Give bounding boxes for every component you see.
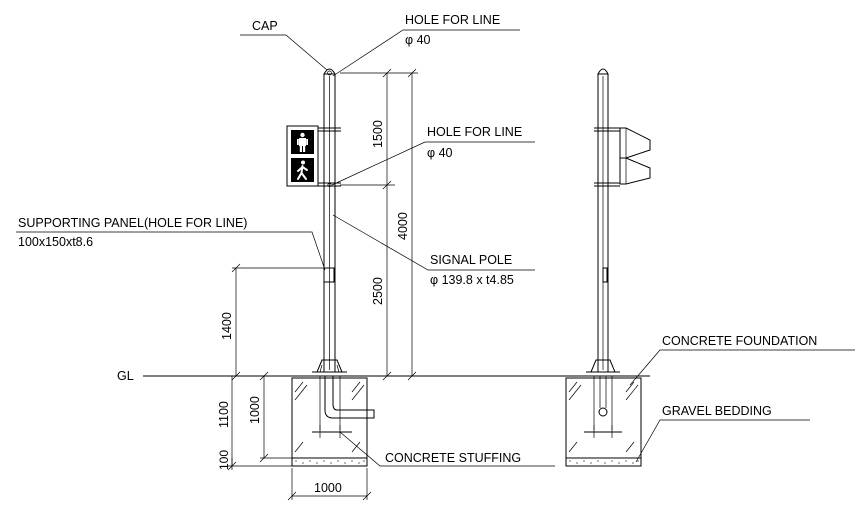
front-pole <box>312 68 347 377</box>
hole-top-diameter: φ 40 <box>405 33 431 47</box>
dim-2500: 2500 <box>371 277 385 305</box>
leader-lines <box>16 29 855 467</box>
dim-4000: 4000 <box>396 212 410 240</box>
concrete-stuffing-label: CONCRETE STUFFING <box>385 451 521 465</box>
signal-pole-label: SIGNAL POLE <box>430 253 512 267</box>
supporting-panel <box>323 267 335 283</box>
gl-label: GL <box>117 369 134 383</box>
gravel-bedding-label: GRAVEL BEDDING <box>662 404 772 418</box>
dim-1500: 1500 <box>371 120 385 148</box>
dim-100: 100 <box>217 450 231 470</box>
supporting-panel-label: SUPPORTING PANEL(HOLE FOR LINE) <box>18 216 247 230</box>
dim-1100: 1100 <box>217 401 231 428</box>
hole-mid-label: HOLE FOR LINE <box>427 125 522 139</box>
supporting-panel-size: 100x150xt8.6 <box>18 235 93 249</box>
cap-label: CAP <box>252 19 278 33</box>
hole-top-label: HOLE FOR LINE <box>405 13 500 27</box>
side-pole <box>586 68 620 377</box>
front-foundation <box>291 376 375 467</box>
dim-1400: 1400 <box>220 312 234 340</box>
walking-pedestrian-icon <box>297 160 308 180</box>
dimension-lines <box>227 68 418 501</box>
concrete-foundation-label: CONCRETE FOUNDATION <box>662 334 817 348</box>
signal-pole-size: φ 139.8 x t4.85 <box>430 273 514 287</box>
hole-mid-diameter: φ 40 <box>427 146 453 160</box>
side-signal-head <box>619 127 651 185</box>
standing-pedestrian-icon <box>297 132 308 152</box>
dim-1000-vertical: 1000 <box>248 396 262 424</box>
side-foundation <box>565 376 642 467</box>
pedestrian-signal-head <box>286 125 319 187</box>
dim-1000-horizontal: 1000 <box>314 481 342 495</box>
